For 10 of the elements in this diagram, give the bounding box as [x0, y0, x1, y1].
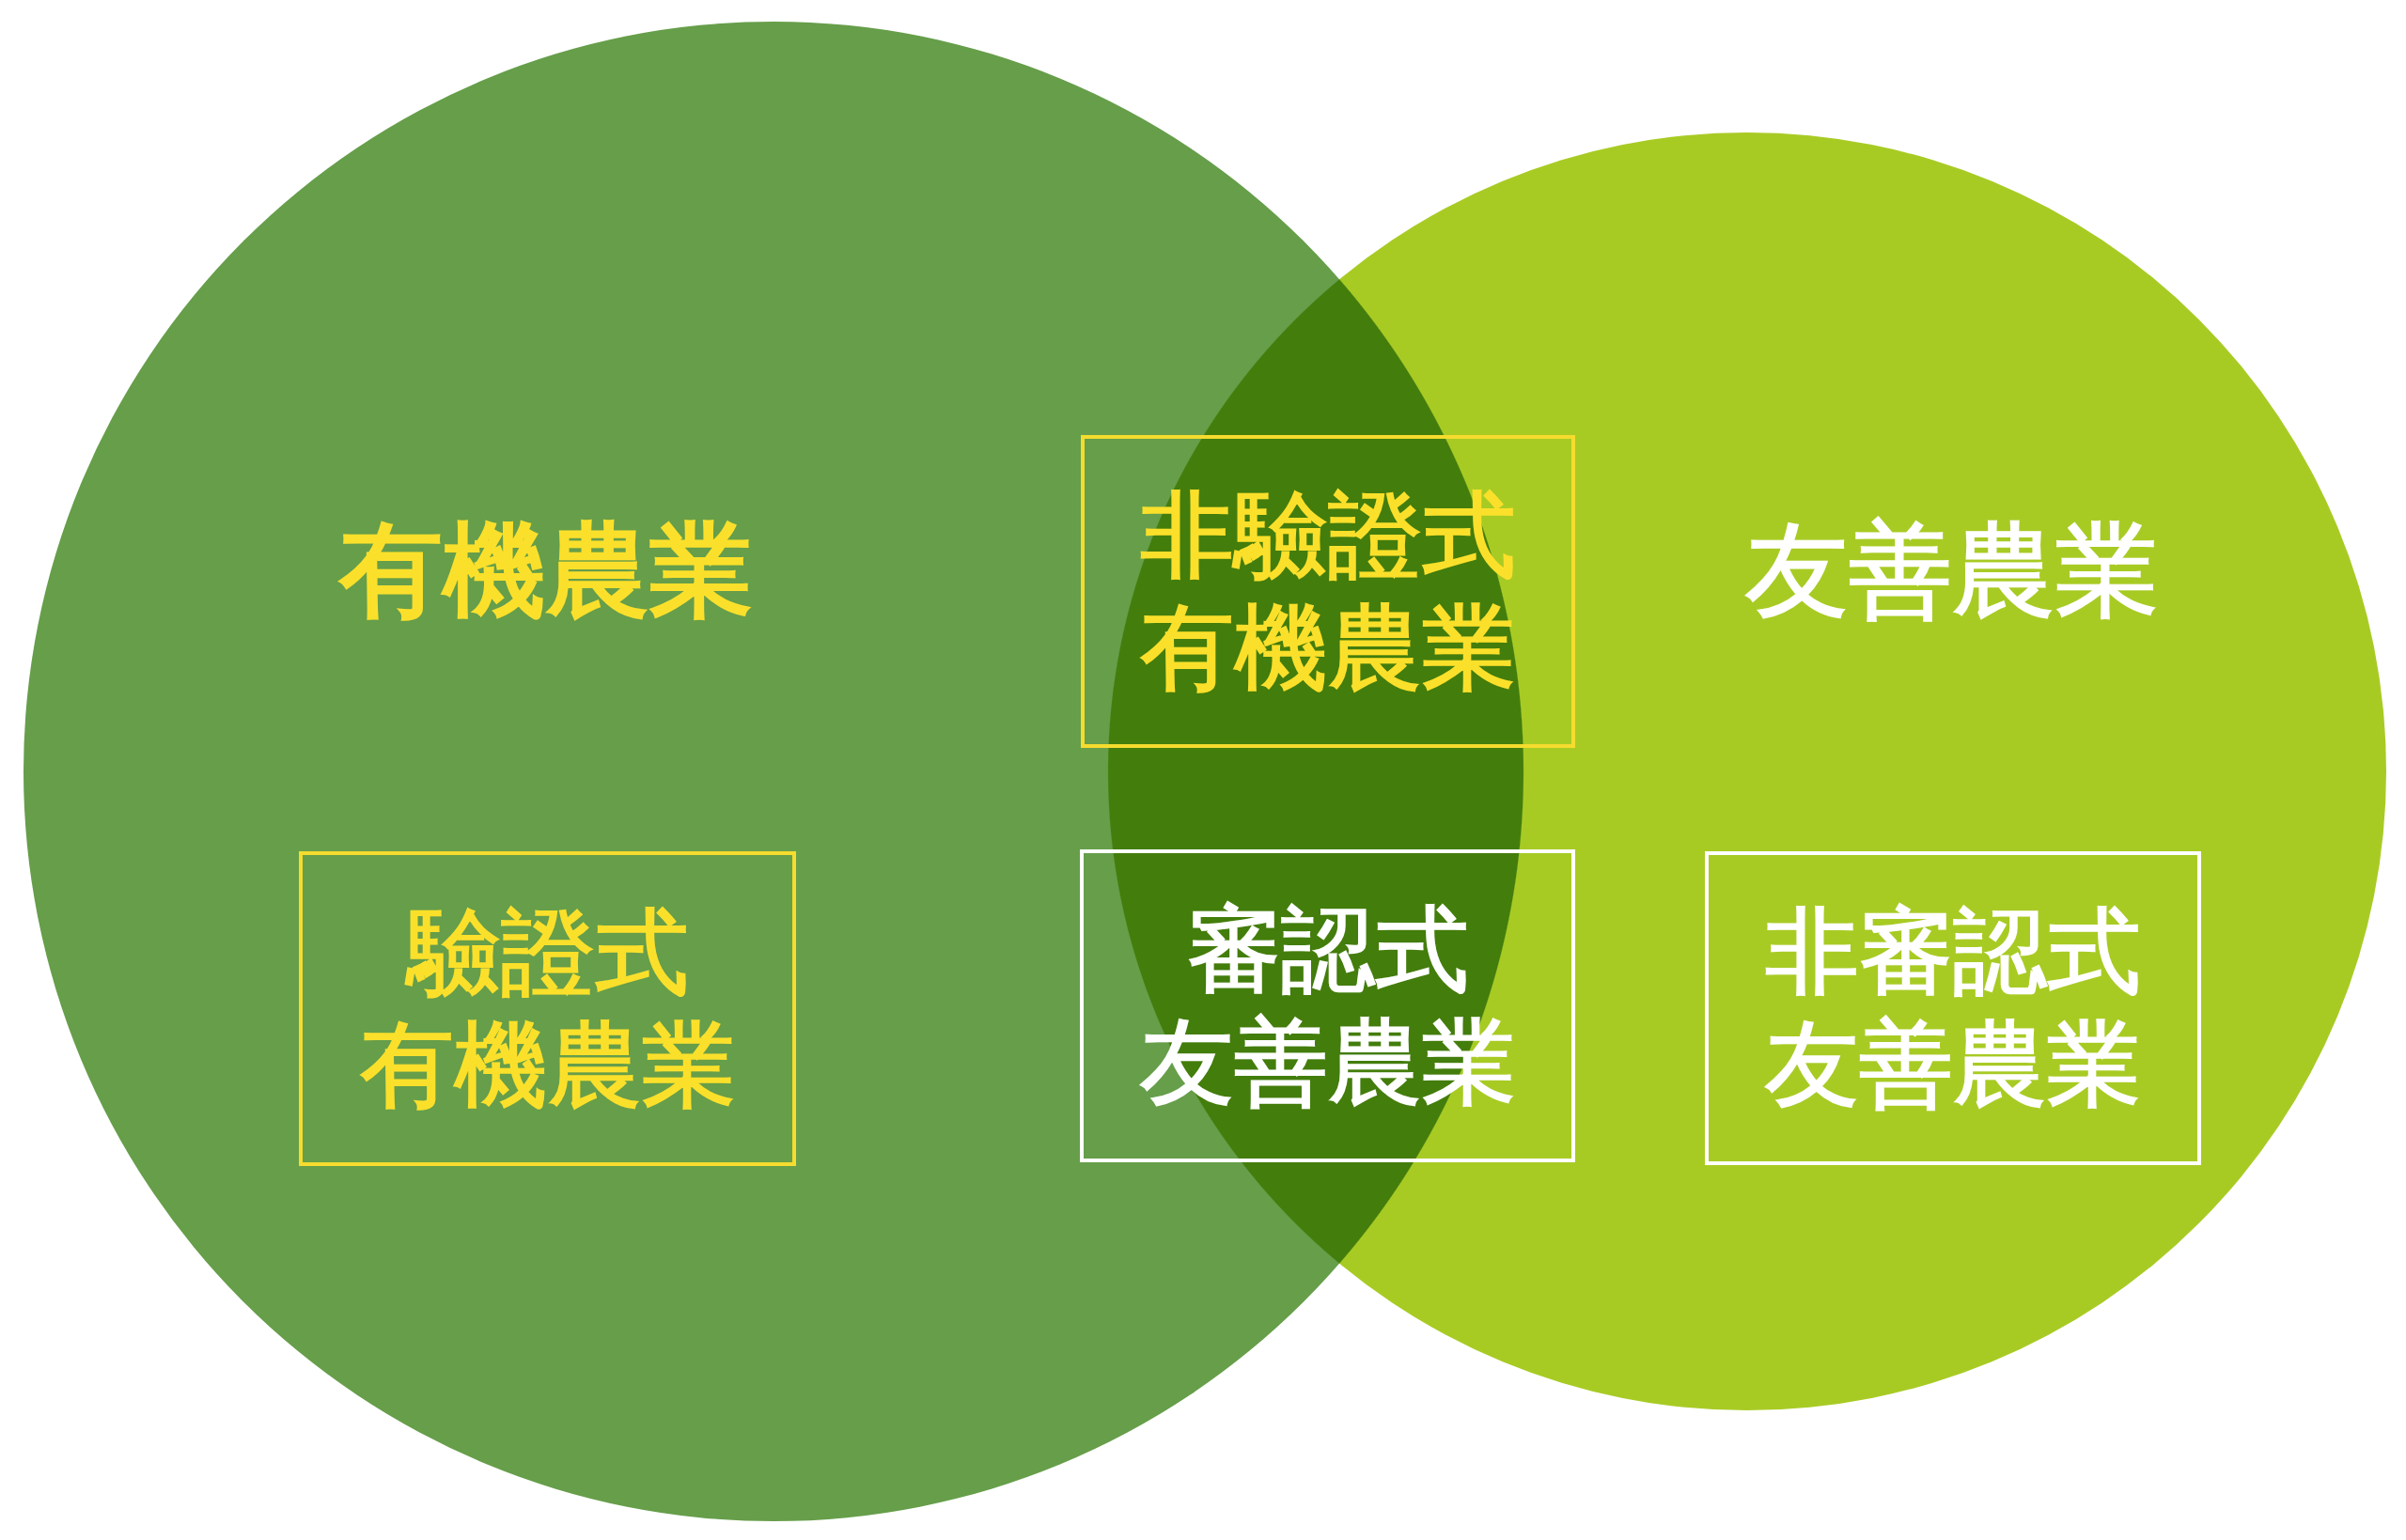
category-box — [299, 851, 796, 1166]
category-label: 非審認式友善農業 — [1764, 895, 2142, 1121]
category-box — [1080, 849, 1575, 1162]
set-title: 有機農業 — [339, 509, 753, 632]
category-label: 審認式友善農業 — [1138, 893, 1517, 1119]
category-label: 非驗證式有機農業 — [1139, 478, 1517, 705]
set-title: 友善農業 — [1745, 509, 2159, 632]
category-box — [1081, 435, 1575, 748]
category-label: 驗證式有機農業 — [358, 895, 737, 1122]
category-box — [1705, 851, 2201, 1165]
